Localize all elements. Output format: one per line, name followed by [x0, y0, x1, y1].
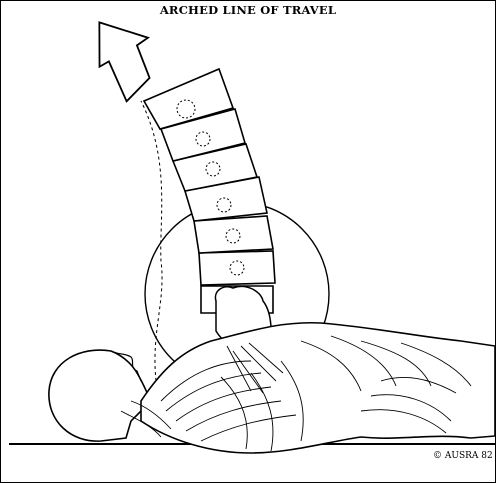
spine-column — [144, 69, 275, 313]
vertebra-segment — [199, 251, 275, 285]
vertebra-segment — [194, 216, 273, 253]
copyright-text: © AUSRA 82 — [433, 451, 493, 461]
dashed-travel-path — [141, 101, 162, 381]
head-outline — [49, 350, 151, 441]
up-arrow-icon — [93, 16, 156, 104]
torso-outline — [141, 323, 495, 453]
